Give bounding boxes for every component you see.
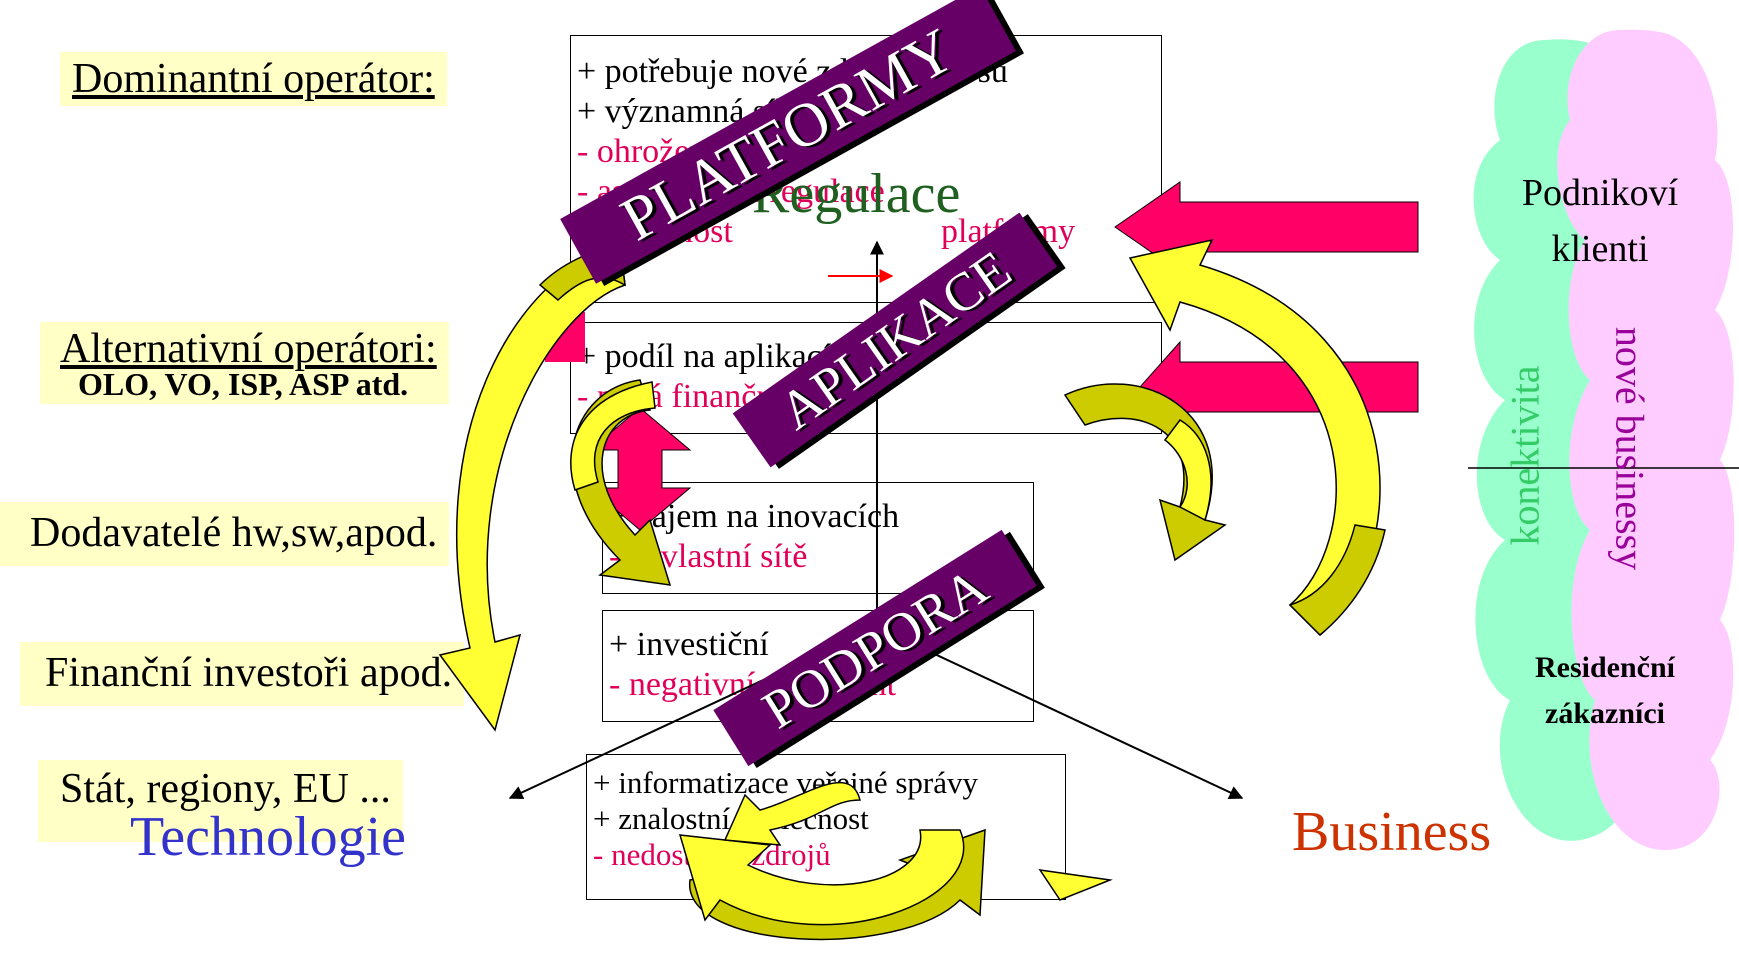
box-state-line-1: + informatizace veřejné správy — [593, 765, 978, 800]
label-alternative-subtitle: OLO, VO, ISP, ASP atd. — [78, 366, 409, 402]
curved-arrow-bottom-right-icon — [723, 781, 861, 846]
curved-arrow-left-big-icon — [438, 244, 626, 732]
label-new-business: nové businessy — [1607, 326, 1653, 571]
label-state: Stát, regiony, EU ... — [38, 760, 403, 842]
label-connectivity: konektivita — [1502, 365, 1548, 546]
new-business-cloud — [1557, 29, 1735, 851]
axis-business — [876, 626, 1244, 799]
label-dominant-operator: Dominantní operátor: — [60, 52, 447, 106]
label-investors: Finanční investoři apod. — [20, 642, 465, 706]
label-alternative-title: Alternativní operátori: — [60, 326, 437, 372]
label-suppliers: Dodavatelé hw,sw,apod. — [0, 502, 450, 566]
yellow-curved-arrows — [438, 238, 1386, 941]
label-alternative-operators: Alternativní operátori: OLO, VO, ISP, AS… — [40, 322, 449, 404]
box-state: + informatizace veřejné správy + znalost… — [586, 754, 1066, 900]
label-residential-customers: Residenční zákazníci — [1534, 651, 1675, 730]
box-investors-line-1: + investiční — [609, 626, 769, 663]
curved-arrow-bottom-center-icon — [678, 829, 965, 926]
curved-arrow-right-big-icon — [1128, 238, 1381, 637]
axis-label-technologie: Technologie — [130, 806, 406, 868]
label-business-clients: Podnikoví klienti — [1521, 172, 1679, 270]
axis-label-business: Business — [1292, 801, 1492, 863]
